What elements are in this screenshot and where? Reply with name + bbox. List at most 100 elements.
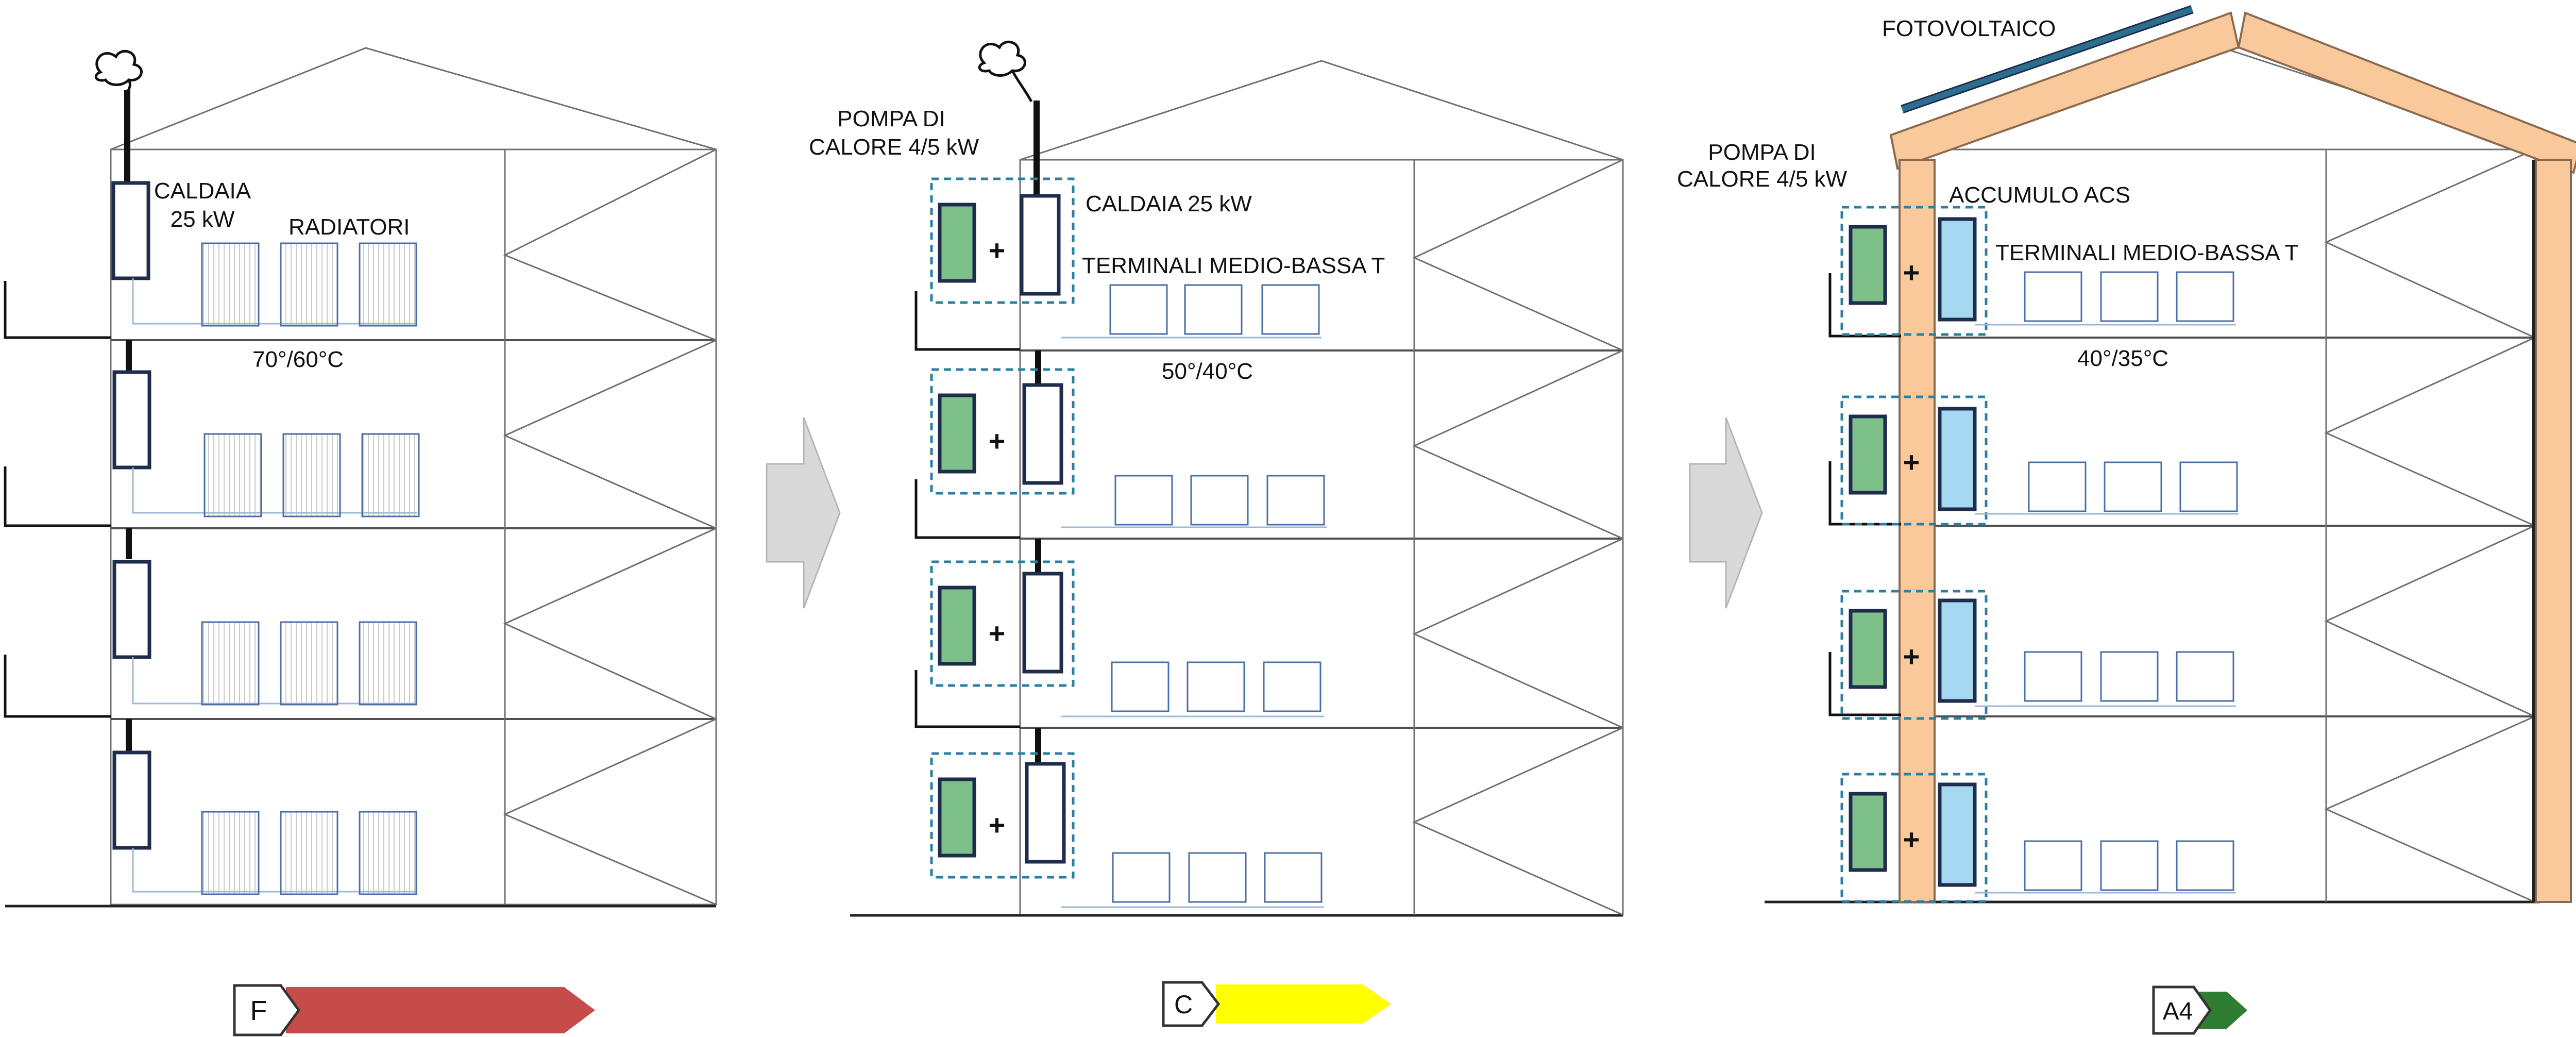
scenario-3-emitters-label: TERMINALI MEDIO-BASSA T (1995, 240, 2298, 265)
scenario-3-pv-label: FOTOVOLTAICO (1882, 16, 2056, 41)
right-arrow-icon (766, 417, 841, 609)
scenario-1-radiators (132, 242, 420, 895)
heat-pump-unit (938, 586, 976, 666)
radiator (361, 433, 420, 517)
boiler-unit (112, 560, 151, 659)
scenario-1-pipes (4, 281, 111, 718)
plus-icon: + (989, 425, 1006, 457)
radiator (359, 811, 417, 895)
hp-storage-floor-4: + (1840, 773, 1988, 903)
hybrid-unit-floor-3: + (930, 560, 1075, 687)
scenario-3-heat-pump-power: CALORE 4/5 kW (1677, 166, 1848, 192)
scenario-2-heat-pump-label: POMPA DI (837, 106, 945, 131)
radiator (359, 621, 417, 706)
low-temp-terminal (2100, 271, 2159, 322)
scenario-2-boiler-label: CALDAIA 25 kW (1086, 191, 1252, 216)
plus-icon: + (1903, 640, 1920, 673)
plus-icon: + (989, 234, 1006, 266)
energy-class-f-label: F (250, 995, 267, 1026)
pv-panel (1901, 5, 2194, 114)
low-temp-terminal (1112, 852, 1171, 903)
heat-pump-unit (938, 203, 976, 283)
low-temp-terminal (2176, 651, 2234, 702)
smoke-cloud-icon (978, 40, 1033, 103)
plus-icon: + (1903, 446, 1920, 478)
energy-class-f-badge: F (233, 984, 595, 1036)
low-temp-terminal (2176, 840, 2234, 891)
low-temp-terminal (2028, 461, 2087, 512)
hybrid-unit-floor-2: + (930, 368, 1075, 495)
low-temp-terminal (2179, 461, 2238, 512)
hp-storage-floor-2: + (1840, 395, 1988, 526)
scenario-1-boilers (111, 181, 151, 850)
radiator (280, 621, 338, 706)
dhw-storage-tank (1938, 217, 1977, 322)
radiator (201, 621, 260, 706)
scenario-3-heat-pump-units: + + + + (1840, 206, 1988, 903)
low-temp-terminal (1187, 661, 1245, 712)
hp-storage-floor-1: + (1840, 206, 1988, 336)
scenario-1-temperature: 70°/60°C (252, 347, 344, 372)
plus-icon: + (989, 617, 1006, 649)
radiator (201, 811, 260, 895)
low-temp-terminal (2100, 840, 2159, 891)
boiler-unit (1020, 194, 1061, 296)
low-temp-terminal (1111, 661, 1170, 712)
low-temp-terminal (2024, 840, 2082, 891)
scenario-1-emitters-label: RADIATORI (289, 214, 410, 240)
plus-icon: + (1903, 823, 1920, 856)
energy-class-a4-badge: A4 (2152, 985, 2247, 1035)
scenario-2-hybrid-units: + + + + (930, 177, 1075, 879)
scenario-3-pipes (1828, 273, 1901, 716)
heat-pump-unit (1849, 414, 1887, 495)
low-temp-terminal (2104, 461, 2162, 512)
scenario-2-temperature: 50°/40°C (1162, 359, 1253, 384)
radiator (204, 433, 262, 517)
low-temp-terminal (2100, 651, 2159, 702)
scenario-3-terminals (1975, 271, 2239, 894)
scenario-3-heat-pump-label: POMPA DI (1708, 140, 1816, 165)
scenario-3-storage-label: ACCUMULO ACS (1949, 182, 2130, 208)
plus-icon: + (1903, 256, 1920, 289)
boiler-unit (111, 181, 150, 280)
radiator (280, 811, 338, 895)
scenario-2-terminals (1061, 284, 1327, 908)
low-temp-terminal (1263, 661, 1321, 712)
heat-pump-unit (1849, 609, 1887, 689)
scenario-2-emitters-label: TERMINALI MEDIO-BASSA T (1082, 253, 1385, 278)
scenario-1-flue (124, 90, 132, 752)
low-temp-terminal (1190, 475, 1249, 526)
low-temp-terminal (1109, 284, 1168, 335)
boiler-unit (1025, 762, 1066, 864)
boiler-unit (1022, 572, 1063, 674)
low-temp-terminal (2024, 651, 2082, 702)
dhw-storage-tank (1938, 782, 1977, 887)
scenario-1-building (5, 47, 717, 908)
boiler-unit (1022, 383, 1063, 485)
hybrid-unit-floor-4: + (930, 752, 1075, 879)
scenario-3-insulation (1889, 11, 2576, 903)
heat-pump-unit (938, 393, 976, 474)
hybrid-unit-floor-1: + (930, 177, 1075, 304)
scenario-3-temperature: 40°/35°C (2077, 346, 2168, 371)
energy-class-c-badge: C (1162, 981, 1391, 1027)
smoke-cloud-icon (94, 49, 143, 104)
energy-class-c-label: C (1174, 990, 1193, 1019)
low-temp-terminal (1261, 284, 1320, 335)
dhw-storage-tank (1938, 598, 1977, 703)
low-temp-terminal (1264, 852, 1323, 903)
boiler-unit (112, 750, 151, 850)
low-temp-terminal (1184, 284, 1243, 335)
radiator (201, 242, 260, 327)
dhw-storage-tank (1938, 407, 1977, 511)
heat-pump-unit (1849, 225, 1887, 305)
plus-icon: + (989, 809, 1006, 841)
low-temp-terminal (2176, 271, 2234, 322)
low-temp-terminal (2024, 271, 2082, 322)
scenario-2-heat-pump-power: CALORE 4/5 kW (809, 135, 979, 160)
heat-pump-unit (1849, 792, 1887, 872)
hp-storage-floor-3: + (1840, 590, 1988, 720)
scenario-1-boiler-label: CALDAIA (154, 178, 251, 204)
low-temp-terminal (1188, 852, 1247, 903)
